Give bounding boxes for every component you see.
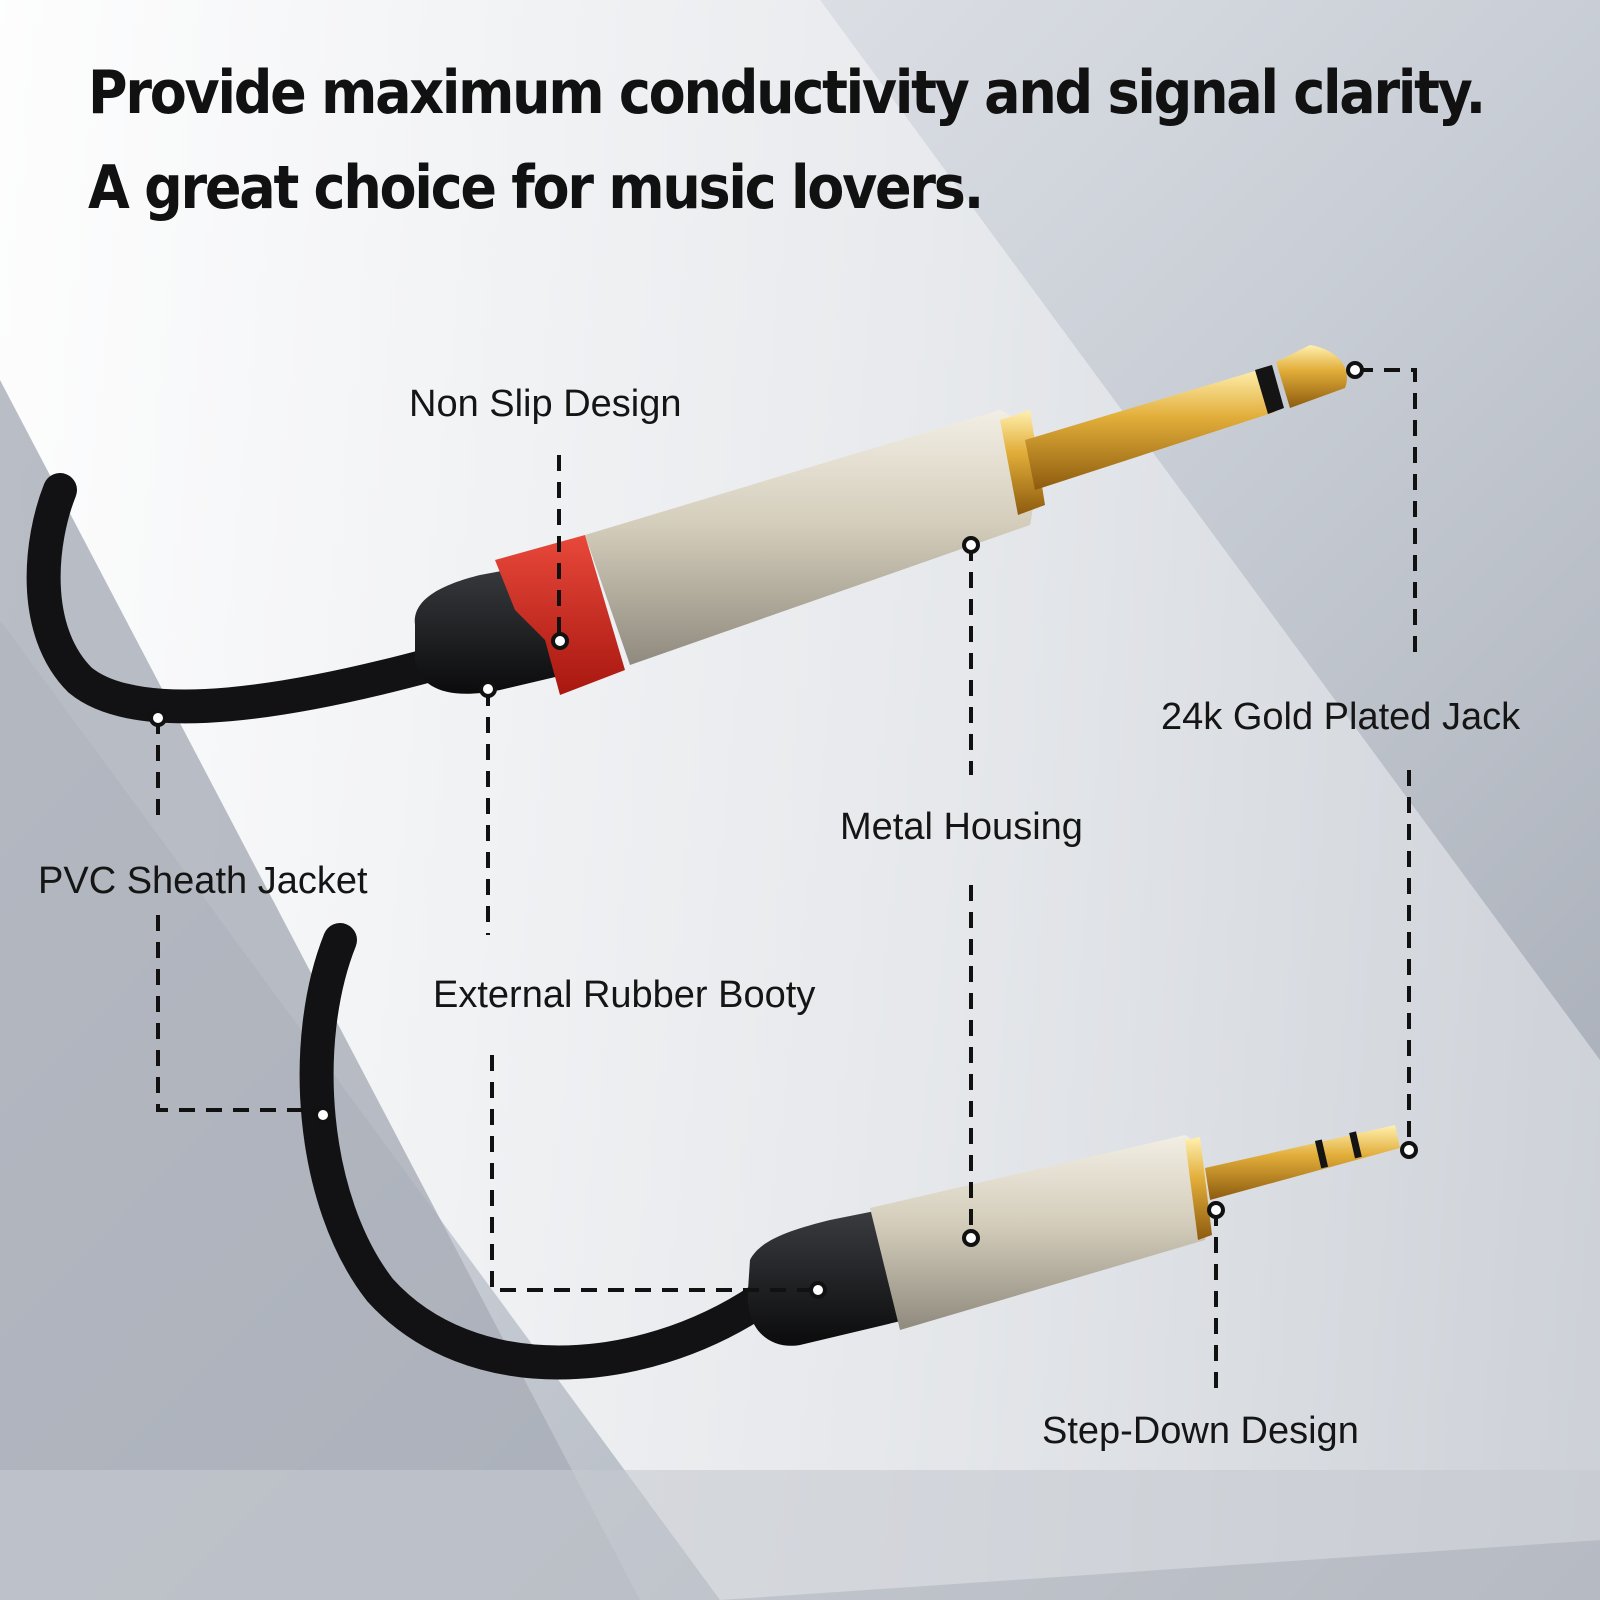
dot-pvc-bottom — [314, 1106, 332, 1124]
dot-metal-housing-bottom — [962, 1229, 980, 1247]
non-slip-red-ring — [495, 535, 625, 695]
leader-pvc-bottom — [156, 915, 323, 1112]
dot-rubber-bottom — [809, 1281, 827, 1299]
dot-gold-jack-top — [1346, 361, 1364, 379]
large-plug-metal-housing — [585, 410, 1034, 665]
small-plug-ring-2 — [1349, 1131, 1362, 1159]
small-plug-boot — [747, 1210, 905, 1346]
large-plug — [414, 345, 1347, 695]
leader-lines — [156, 368, 1417, 1395]
dot-pvc-top — [149, 709, 167, 727]
callout-dots — [149, 361, 1418, 1299]
leader-gold-jack-top — [1357, 368, 1417, 655]
pvc-cable — [26, 473, 777, 1380]
large-plug-gold-sleeve — [1025, 368, 1275, 490]
callout-pvc-sheath-jacket: PVC Sheath Jacket — [38, 860, 368, 902]
dot-non-slip — [551, 632, 569, 650]
callout-non-slip-design: Non Slip Design — [409, 383, 682, 425]
headline-line-2: A great choice for music lovers. — [88, 153, 984, 223]
callout-metal-housing: Metal Housing — [840, 806, 1083, 848]
headline-line-1: Provide maximum conductivity and signal … — [88, 58, 1486, 128]
dot-rubber-top — [479, 680, 497, 698]
large-plug-gold-tip — [1276, 345, 1347, 408]
dot-metal-housing-top — [962, 536, 980, 554]
dot-step-down — [1207, 1201, 1225, 1219]
small-plug-gold-pin — [1205, 1125, 1400, 1200]
dot-gold-jack-bottom — [1400, 1141, 1418, 1159]
small-plug — [747, 1125, 1400, 1346]
callout-external-rubber-booty: External Rubber Booty — [433, 974, 816, 1016]
small-plug-gold-collar — [1185, 1137, 1212, 1240]
small-plug-metal-housing — [870, 1135, 1209, 1330]
callout-gold-plated-jack: 24k Gold Plated Jack — [1161, 696, 1521, 738]
large-plug-gold-collar — [1000, 410, 1045, 515]
large-plug-insulator-ring — [1255, 365, 1284, 414]
floor-band — [0, 1470, 1600, 1600]
small-plug-ring-1 — [1314, 1139, 1329, 1169]
callout-step-down-design: Step-Down Design — [1042, 1410, 1359, 1452]
